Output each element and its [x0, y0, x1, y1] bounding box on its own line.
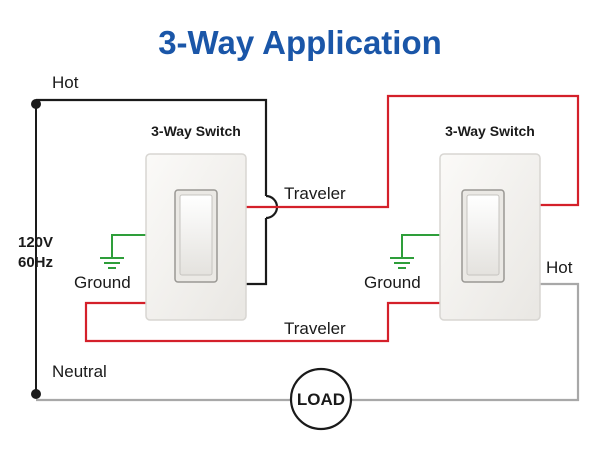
ground-wire-left [111, 234, 146, 258]
neutral-wire-right [352, 282, 580, 402]
load-circle [289, 367, 353, 431]
voltage-label: 120V [18, 234, 53, 251]
neutral-terminal-dot [31, 389, 41, 399]
hot-label-right: Hot [546, 258, 573, 277]
hot-terminal-dot [31, 99, 41, 109]
hot-label-left: Hot [52, 73, 79, 92]
load: LOAD [289, 367, 353, 431]
switch-left-label: 3-Way Switch [151, 123, 241, 139]
hot-wire [36, 98, 268, 196]
ground-label-left: Ground [74, 273, 131, 292]
traveler-label-bottom: Traveler [284, 319, 346, 338]
page-title: 3-Way Application [158, 24, 442, 61]
ground-wire-right [401, 234, 440, 258]
switch-left[interactable] [145, 153, 247, 321]
ground-symbol-left-icon [100, 257, 124, 269]
hot-wire-to-switch [246, 218, 268, 286]
traveler-label-top: Traveler [284, 184, 346, 203]
switch-right-label: 3-Way Switch [445, 123, 535, 139]
ground-label-right: Ground [364, 273, 421, 292]
switch-left-rocker[interactable] [179, 194, 213, 276]
frequency-label: 60Hz [18, 254, 53, 271]
neutral-label: Neutral [52, 362, 107, 381]
traveler-wire-top [246, 94, 580, 209]
traveler-wire-bottom [84, 301, 440, 343]
switch-right[interactable] [439, 153, 541, 321]
switch-right-rocker[interactable] [466, 194, 500, 276]
ground-symbol-right-icon [390, 257, 414, 269]
load-label: LOAD [297, 390, 345, 409]
